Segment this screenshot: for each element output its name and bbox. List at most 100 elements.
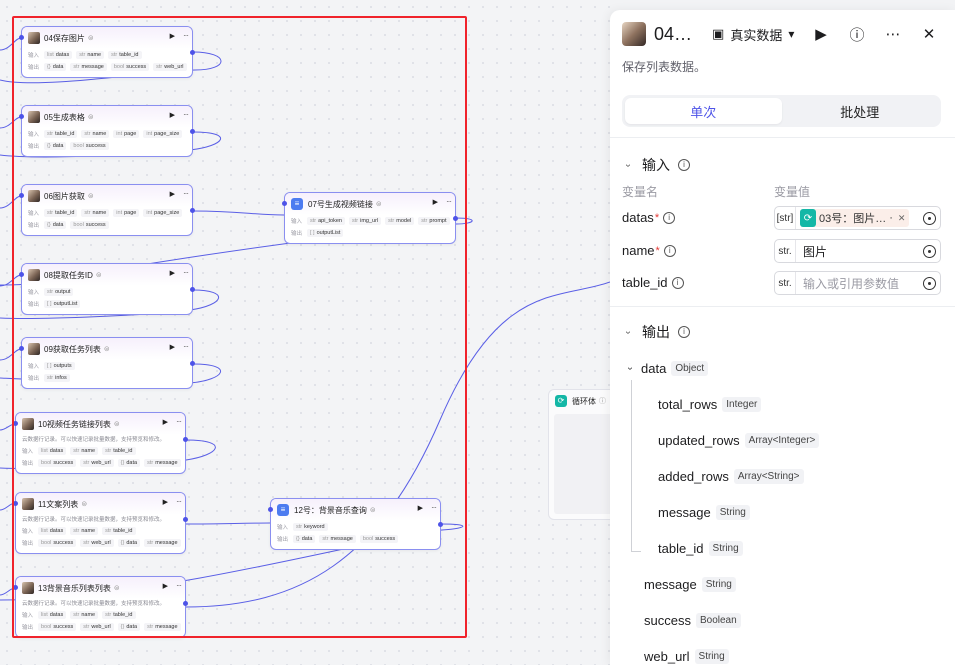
input-port[interactable] (19, 272, 24, 277)
input-port[interactable] (19, 346, 24, 351)
input-section-header[interactable]: › 输入 i (622, 155, 690, 175)
play-icon[interactable]: ▶ (169, 270, 175, 277)
tab-batch[interactable]: 批处理 (840, 104, 880, 120)
avatar (28, 269, 40, 281)
reference-picker-icon[interactable] (923, 245, 936, 258)
tab-single[interactable]: 单次 (625, 98, 782, 124)
node-description: 云数据行记录。可以快速记录批量数据，支持预览和修改。 (22, 437, 166, 443)
output-port[interactable] (183, 437, 188, 442)
play-icon[interactable]: ▶ (815, 26, 827, 43)
param-chip: [ ]outputs (44, 362, 75, 370)
workflow-node[interactable]: 13背景音乐列表列表⊜▶···云数据行记录。可以快速记录批量数据，支持预览和修改… (15, 576, 186, 638)
output-section-header[interactable]: › 输出 i (622, 322, 690, 342)
name-input[interactable]: 图片 (803, 244, 828, 259)
more-icon[interactable]: ··· (183, 31, 189, 40)
node-header: ≡07号生成视频链接⊜▶··· (285, 193, 455, 215)
var-value-table-id[interactable]: str. 输入或引用参数值 (774, 271, 941, 295)
avatar (22, 418, 34, 430)
more-icon[interactable]: ··· (183, 268, 189, 277)
type-selector[interactable]: str. (775, 272, 796, 294)
more-icon[interactable]: ··· (183, 342, 189, 351)
type-selector[interactable]: str. (775, 240, 796, 262)
avatar (622, 22, 646, 46)
output-port[interactable] (190, 361, 195, 366)
play-icon[interactable]: ▶ (162, 583, 168, 590)
var-value-datas[interactable]: [str] ⟳ 03号：图片… · ✕ (774, 206, 941, 230)
input-port[interactable] (268, 507, 273, 512)
output-port[interactable] (438, 522, 443, 527)
more-icon[interactable]: ··· (446, 197, 452, 206)
close-icon[interactable]: ✕ (897, 212, 906, 223)
var-label-datas: datas* i (622, 210, 676, 225)
play-icon[interactable]: ▶ (169, 344, 175, 351)
workflow-node[interactable]: 10视频任务链接列表⊜▶···云数据行记录。可以快速记录批量数据，支持预览和修改… (15, 412, 186, 474)
loop-node[interactable]: ⟳ 循环体 ⓘ (548, 389, 610, 520)
reference-picker-icon[interactable] (923, 212, 936, 225)
type-selector[interactable]: [str] (775, 207, 796, 229)
more-icon[interactable]: ··· (176, 497, 182, 506)
reference-chip[interactable]: ⟳ 03号：图片… · ✕ (800, 209, 910, 227)
param-chip: {}data (44, 142, 67, 150)
output-row-data[interactable]: › data Object (624, 361, 709, 376)
input-port[interactable] (13, 585, 18, 590)
loop-body (554, 414, 610, 514)
output-port[interactable] (183, 601, 188, 606)
more-icon[interactable]: ··· (431, 503, 437, 512)
output-port[interactable] (183, 517, 188, 522)
panel-description: 保存列表数据。 (622, 60, 707, 74)
play-icon[interactable]: ▶ (169, 112, 175, 119)
param-chip: [ ]outputList (307, 229, 344, 237)
data-mode-dropdown[interactable]: ▣ 真实数据 ▾ (712, 25, 794, 44)
output-port[interactable] (190, 129, 195, 134)
param-chip: {}data (44, 221, 67, 229)
play-icon[interactable]: ▶ (169, 191, 175, 198)
more-icon[interactable]: ··· (176, 581, 182, 590)
more-icon[interactable]: ⋯ (885, 26, 901, 43)
input-port[interactable] (13, 501, 18, 506)
param-chip: [ ]outputList (44, 300, 81, 308)
reference-picker-icon[interactable] (923, 277, 936, 290)
output-port[interactable] (190, 50, 195, 55)
play-icon[interactable]: ▶ (432, 199, 438, 206)
more-icon[interactable]: ··· (176, 417, 182, 426)
play-icon[interactable]: ▶ (417, 505, 423, 512)
more-icon[interactable]: ··· (183, 110, 189, 119)
play-icon[interactable]: ▶ (162, 419, 168, 426)
loop-icon: ⟳ (555, 395, 567, 407)
var-value-name[interactable]: str. 图片 (774, 239, 941, 263)
input-port[interactable] (13, 421, 18, 426)
table-id-input[interactable]: 输入或引用参数值 (803, 276, 900, 291)
input-port[interactable] (19, 193, 24, 198)
help-icon[interactable]: ⓘ (849, 26, 865, 44)
more-icon[interactable]: ··· (183, 189, 189, 198)
input-port[interactable] (282, 201, 287, 206)
input-port[interactable] (19, 35, 24, 40)
output-port[interactable] (190, 287, 195, 292)
avatar (28, 343, 40, 355)
play-icon[interactable]: ▶ (169, 33, 175, 40)
info-icon: ⊜ (369, 507, 376, 514)
output-port[interactable] (453, 216, 458, 221)
close-icon[interactable]: ✕ (922, 26, 936, 43)
wire (185, 522, 271, 525)
play-icon[interactable]: ▶ (162, 499, 168, 506)
param-chip: {}data (117, 539, 141, 547)
output-port[interactable] (190, 208, 195, 213)
input-port[interactable] (19, 114, 24, 119)
